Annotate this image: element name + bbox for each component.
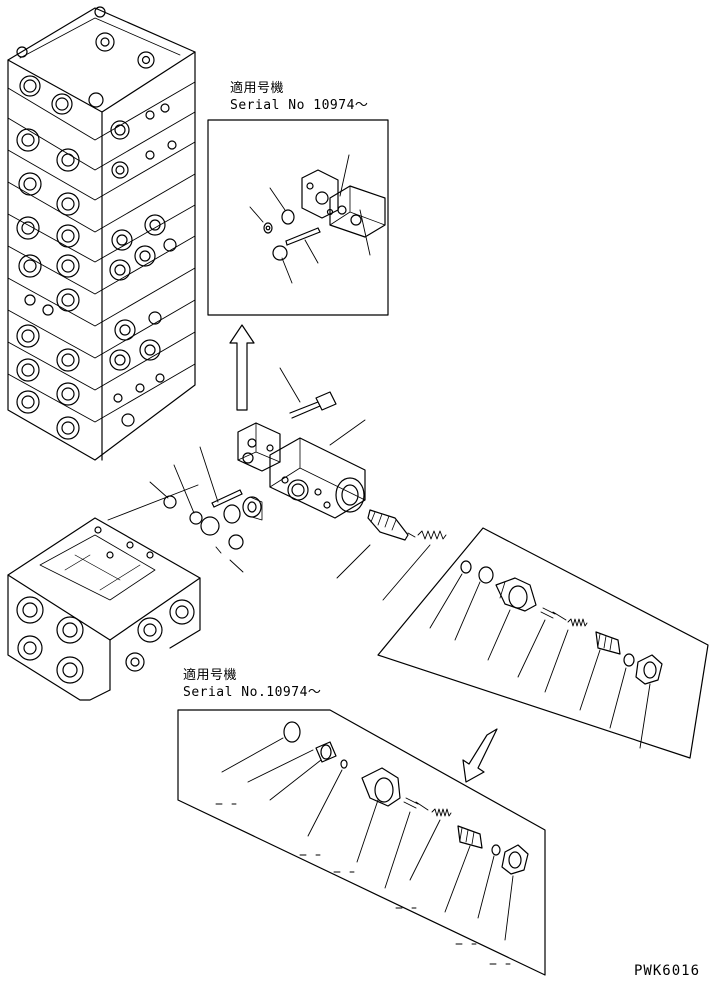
arrow-up xyxy=(229,324,255,411)
applicable-machines-label-top: 適用号機 xyxy=(230,81,285,96)
serial-caption-bottom: 適用号機 Serial No.10974～ xyxy=(183,667,321,701)
inset-right xyxy=(377,527,709,759)
serial-caption-top: 適用号機 Serial No 10974～ xyxy=(230,80,368,114)
arrow-down xyxy=(462,728,498,783)
valve-section-body xyxy=(7,517,201,701)
inset-top xyxy=(207,119,389,316)
serial-number-label-top: Serial No 10974～ xyxy=(230,98,369,113)
inset-bottom xyxy=(177,709,546,976)
drawing-code: PWK6016 xyxy=(634,963,701,979)
serial-number-label-bottom: Serial No.10974～ xyxy=(183,685,322,700)
applicable-machines-label-bottom: 適用号機 xyxy=(183,668,238,683)
main-assembly xyxy=(107,367,447,601)
valve-stack xyxy=(7,6,196,461)
